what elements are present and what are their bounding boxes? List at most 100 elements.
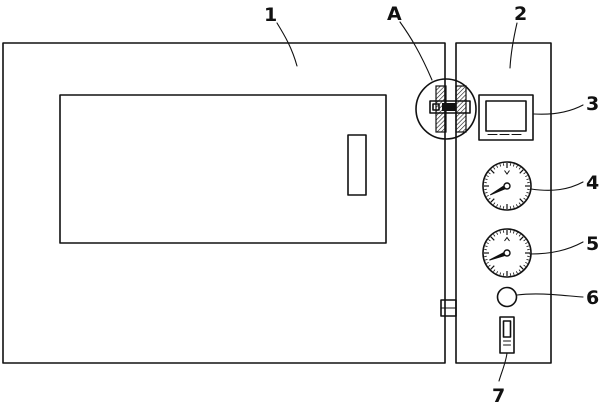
gauge-tick	[490, 265, 495, 270]
gauge-tick	[496, 271, 499, 274]
gauge-tick	[523, 239, 526, 242]
gauge-tick	[490, 169, 495, 174]
gauge-mark	[504, 170, 510, 175]
callout-6: 6	[586, 287, 599, 309]
gauge-tick	[490, 198, 495, 203]
latch-bolt-end	[432, 103, 440, 111]
display-screen-outer	[478, 94, 534, 141]
main-body	[2, 42, 457, 364]
leader-lines	[276, 21, 584, 382]
gauge-tick	[515, 204, 518, 207]
leader-line-7	[498, 352, 508, 382]
gauge-tick	[496, 165, 499, 168]
callout-2: 2	[514, 3, 527, 25]
gauge-tick	[526, 258, 529, 261]
gauge-tick	[525, 175, 528, 178]
gauge-tick	[523, 172, 526, 175]
gauge-tick	[496, 204, 499, 207]
gauge-tick	[525, 242, 528, 245]
gauge-tick	[488, 239, 491, 242]
gauge-tick	[519, 198, 524, 203]
gauge-tick	[488, 172, 491, 175]
leader-line-1	[276, 22, 298, 67]
gauge-tick	[485, 245, 488, 248]
detail-a-circle	[415, 78, 477, 140]
gauge-tick	[488, 197, 491, 200]
control-panel-outline	[455, 42, 552, 364]
leader-line-2	[509, 22, 518, 69]
gauge-tick	[485, 178, 488, 181]
gauge-hub	[503, 249, 511, 257]
gauge-tick	[518, 202, 521, 205]
gauge-tick	[496, 232, 499, 235]
latch-bolt	[429, 100, 471, 114]
gauge-tick	[512, 205, 515, 208]
gauge-tick	[512, 231, 515, 234]
upper-gauge	[482, 161, 532, 211]
callout-7: 7	[492, 385, 505, 406]
detail-a-latch	[415, 78, 477, 140]
gauge-tick	[523, 264, 526, 267]
leader-line-6	[516, 293, 584, 298]
leader-line-a	[399, 21, 433, 81]
gauge-tick	[526, 191, 529, 194]
gauge-tick	[486, 175, 489, 178]
switch-housing	[499, 316, 515, 354]
gauge-tick	[499, 272, 502, 275]
gauge-tick	[493, 234, 496, 237]
gauge-tick	[485, 191, 488, 194]
gauge-face	[482, 228, 532, 278]
gauge-mark	[504, 236, 510, 242]
knob	[496, 286, 518, 308]
switch	[499, 316, 515, 354]
door-handle	[347, 134, 367, 196]
gauge-tick	[523, 197, 526, 200]
gauge-tick	[515, 165, 518, 168]
display-screen	[478, 94, 534, 141]
gauge-tick	[499, 205, 502, 208]
gauge-tick	[518, 234, 521, 237]
gauge-tick	[518, 269, 521, 272]
gauge-tick	[526, 178, 529, 181]
gauge-tick	[499, 231, 502, 234]
gauge-tick	[519, 236, 524, 241]
control-panel	[455, 42, 552, 364]
callout-5: 5	[586, 233, 599, 255]
gauge-tick	[525, 194, 528, 197]
gauge-tick	[519, 265, 524, 270]
gauge-tick	[493, 269, 496, 272]
gauge-tick	[490, 236, 495, 241]
gauge-tick	[499, 164, 502, 167]
gauge-tick	[486, 261, 489, 264]
gauge-tick	[512, 272, 515, 275]
display-screen-inner	[485, 100, 527, 132]
gauge-tick	[515, 232, 518, 235]
gauge-hub	[503, 182, 511, 190]
gauge-tick	[518, 167, 521, 170]
gauge-tick	[493, 167, 496, 170]
callout-3: 3	[586, 93, 599, 115]
callout-1: 1	[264, 4, 277, 26]
latch-hatched-block	[455, 85, 467, 133]
lower-gauge	[482, 228, 532, 278]
gauge-tick	[485, 258, 488, 261]
gauge-tick	[486, 194, 489, 197]
leader-line-4	[530, 181, 584, 191]
main-body-outline	[2, 42, 446, 364]
gauge-tick	[488, 264, 491, 267]
leader-line-3	[533, 104, 584, 115]
gauge-face	[482, 161, 532, 211]
gauge-tick	[515, 271, 518, 274]
leader-line-5	[529, 241, 584, 255]
gauge-tick	[525, 261, 528, 264]
callout-4: 4	[586, 172, 599, 194]
gauge-tick	[493, 202, 496, 205]
latch-bolt-core	[442, 103, 456, 111]
door-window	[59, 94, 387, 244]
gauge-tick	[486, 242, 489, 245]
switch-lever	[502, 320, 512, 338]
gauge-tick	[512, 164, 515, 167]
gauge-tick	[526, 245, 529, 248]
